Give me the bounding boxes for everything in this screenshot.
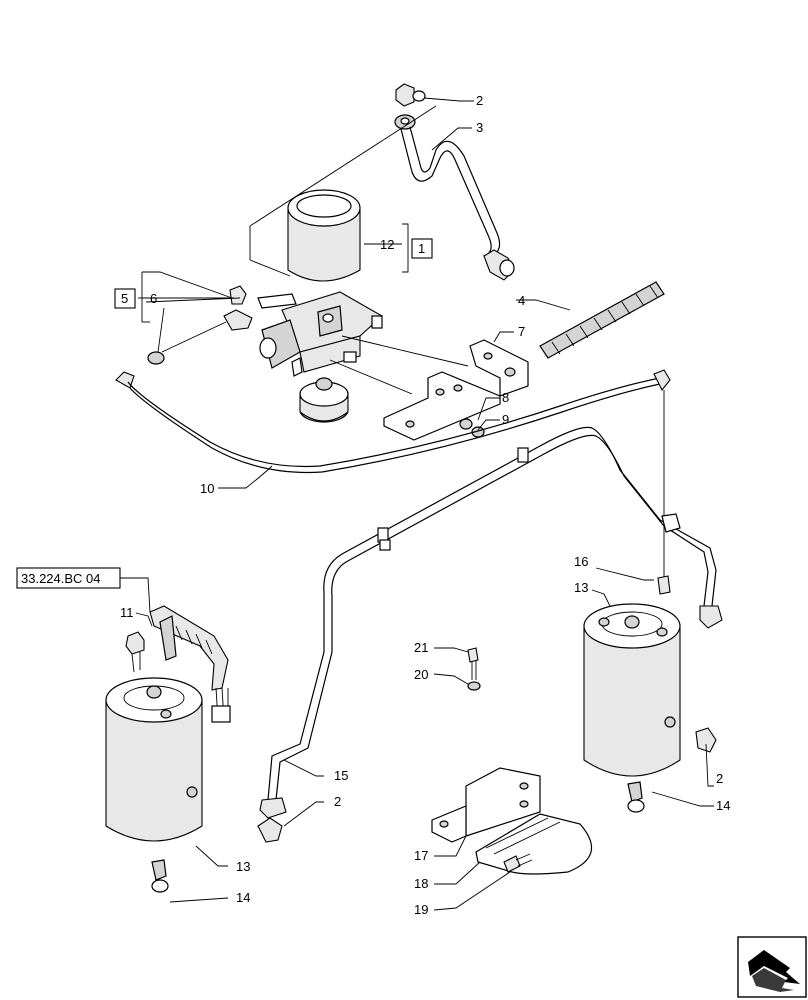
callout-5: 5 [121,291,128,306]
callout-2b: 2 [334,794,341,809]
next-page-arrow-icon[interactable] [737,936,807,998]
callout-4: 4 [518,293,525,308]
callout-14a: 14 [236,890,250,905]
reference-box [16,567,121,589]
callout-9: 9 [502,412,509,427]
callout-19: 19 [414,902,428,917]
pipe-10 [115,369,671,580]
bolt-19 [503,853,533,873]
callout-1-box [411,238,433,259]
filter-cartridge-12 [287,189,361,282]
callout-10: 10 [200,481,214,496]
callout-20: 20 [414,667,428,682]
callout-14b: 14 [716,798,730,813]
callout-12: 12 [380,237,394,252]
tank-strap-18 [475,813,593,875]
callout-2a: 2 [476,93,483,108]
bracket-7 [383,339,529,441]
callout-16: 16 [574,554,588,569]
pipe-3 [394,83,515,281]
callout-18: 18 [414,876,428,891]
fittings-6 [142,285,253,365]
leader-lines [120,97,714,911]
threaded-rod-4 [539,281,665,359]
callout-3: 3 [476,120,483,135]
electrical-connector [149,605,231,723]
air-tank-left-13 [105,631,283,893]
callout-5-box [114,288,136,309]
callout-13a: 13 [236,859,250,874]
callout-13b: 13 [574,580,588,595]
air-tank-right-13 [583,575,717,813]
callout-8: 8 [502,390,509,405]
reference-33-224-bc-04: 33.224.BC 04 [21,571,101,586]
mounting-bracket-17 [431,767,541,843]
callout-2c: 2 [716,771,723,786]
bolt-washer-20-21 [467,647,481,691]
callout-17: 17 [414,848,428,863]
air-dryer-valve-assembly [257,291,469,423]
callout-15: 15 [334,768,348,783]
callout-labels: 2 3 12 1 5 6 4 7 8 9 10 33.224.BC 04 16 … [16,93,730,917]
callout-7: 7 [518,324,525,339]
callout-1: 1 [418,241,425,256]
callout-21: 21 [414,640,428,655]
pipe-15 [259,426,723,819]
callout-6: 6 [150,291,157,306]
callout-11: 11 [120,605,134,620]
